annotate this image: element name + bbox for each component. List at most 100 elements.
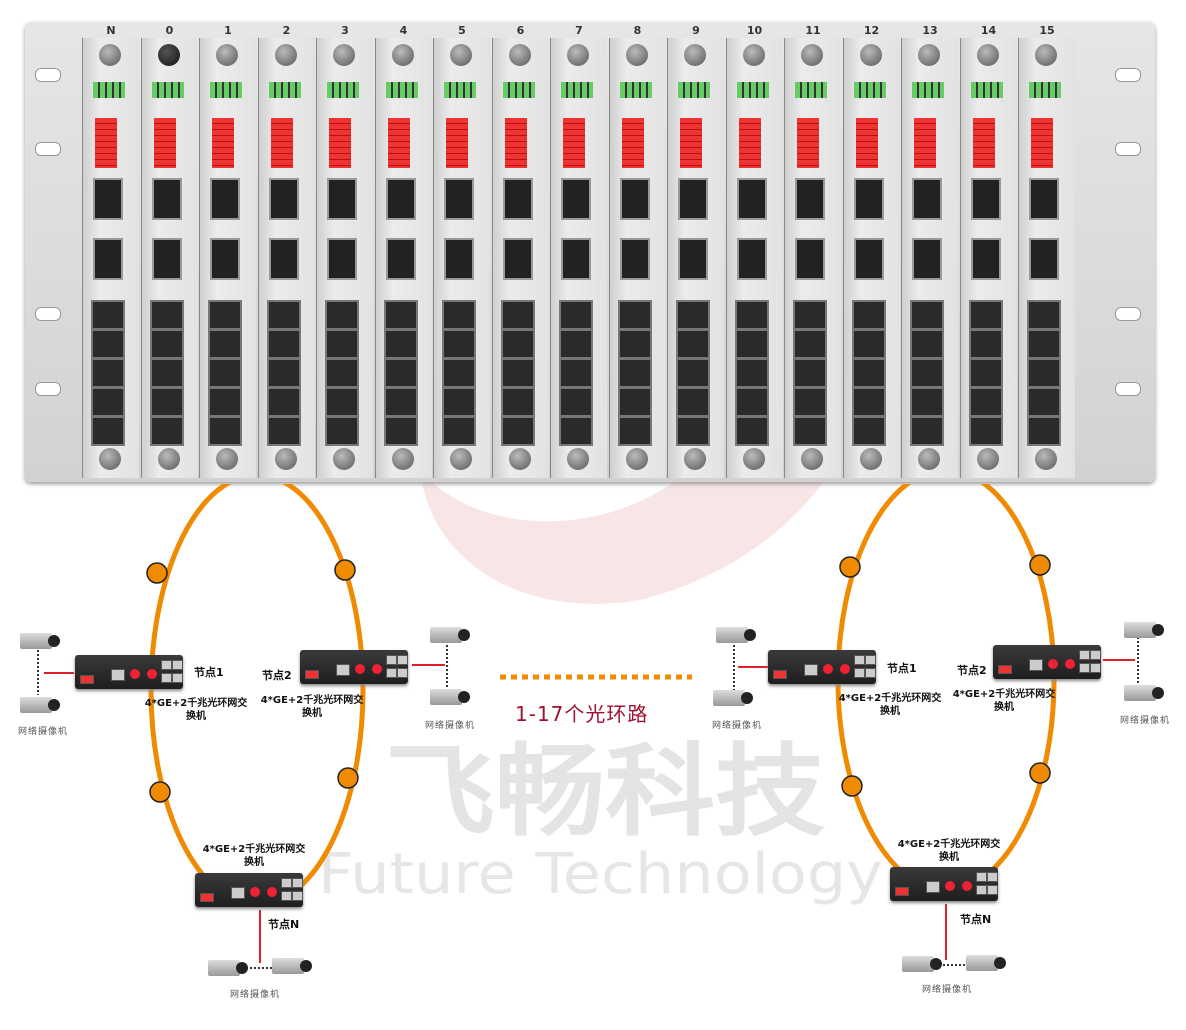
rj45-port <box>149 416 184 446</box>
device-label: 4*GE+2千兆光环网交换机 <box>202 844 306 868</box>
rj45-port <box>91 416 125 446</box>
dip-switch <box>914 118 936 168</box>
rj45-port <box>968 329 1003 359</box>
led-indicators <box>736 82 769 98</box>
dip-switch <box>563 118 585 168</box>
rj45-port <box>383 329 418 359</box>
dip-switch <box>504 118 527 168</box>
screw-knob-icon <box>859 448 882 470</box>
dip-switch <box>972 118 995 168</box>
node-label: 节点1 <box>887 662 917 675</box>
led-indicators <box>912 82 944 98</box>
sfp-port <box>795 238 825 280</box>
led-indicators <box>93 82 125 98</box>
rj45-port <box>617 416 652 446</box>
screw-knob-icon <box>976 448 999 470</box>
sfp-port <box>151 238 182 280</box>
sfp-port <box>210 238 240 280</box>
sfp-port <box>853 178 884 220</box>
camera-label: 网络摄像机 <box>1120 716 1171 726</box>
rj45-port <box>910 416 944 446</box>
sfp-port <box>853 238 884 280</box>
sfp-port <box>678 178 708 220</box>
node-label: 节点2 <box>957 664 987 677</box>
dip-switch <box>387 118 410 168</box>
ring-switch-device <box>890 867 998 901</box>
screw-knob-icon <box>391 448 414 470</box>
ip-camera-icon <box>966 955 1006 971</box>
card-slot: 9 <box>667 24 724 478</box>
sfp-port <box>1029 238 1059 280</box>
link-arrows <box>146 554 1051 803</box>
card-slot: 12 <box>842 24 900 478</box>
ip-camera-icon <box>430 689 470 705</box>
screw-knob-icon <box>976 44 999 66</box>
rj45-port <box>676 416 710 446</box>
screw-knob-icon <box>742 448 765 470</box>
mount-hole <box>1115 307 1141 321</box>
rj45-port <box>442 387 476 417</box>
rj45-port <box>617 300 652 330</box>
device-label: 4*GE+2千兆光环网交换机 <box>144 698 248 722</box>
screw-knob-icon <box>742 44 765 66</box>
card-slot: 4 <box>374 24 432 478</box>
screw-knob-icon <box>99 448 121 470</box>
sfp-port <box>210 178 240 220</box>
device-label: 4*GE+2千兆光环网交换机 <box>897 839 1001 863</box>
rj45-port <box>968 358 1003 388</box>
led-indicators <box>385 82 418 98</box>
ring-switch-device <box>195 873 303 907</box>
device-label: 4*GE+2千兆光环网交换机 <box>260 695 364 719</box>
card-slot: 14 <box>959 24 1017 478</box>
screw-knob-icon <box>567 448 589 470</box>
rj45-port <box>1027 416 1061 446</box>
slot-label: 2 <box>282 24 291 37</box>
screw-knob-icon <box>450 44 472 66</box>
watermark-cn: 飞畅科技 <box>385 733 825 850</box>
rj45-port <box>325 416 359 446</box>
rj45-port <box>968 416 1003 446</box>
slot-label: 3 <box>341 24 349 37</box>
led-indicators <box>327 82 359 98</box>
sfp-port <box>327 178 357 220</box>
dip-switch <box>621 118 644 168</box>
rj45-port <box>910 300 944 330</box>
screw-knob-icon <box>684 44 706 66</box>
ip-camera-icon <box>430 627 470 643</box>
ip-camera-icon <box>272 958 312 974</box>
rj45-port <box>793 358 827 388</box>
mount-hole <box>1115 142 1141 156</box>
card-slot: 11 <box>784 24 841 478</box>
node-label: 节点2 <box>262 669 292 682</box>
rj45-port <box>500 358 535 388</box>
sfp-port <box>736 238 767 280</box>
card-slot: 1 <box>199 24 256 478</box>
card-slot: 7 <box>550 24 607 478</box>
screw-knob-icon <box>508 448 531 470</box>
screw-knob-icon <box>99 44 121 66</box>
rj45-port <box>383 416 418 446</box>
sfp-port <box>619 238 650 280</box>
node-label: 节点1 <box>194 666 224 679</box>
node-label: 节点N <box>960 913 992 926</box>
camera-label: 网络摄像机 <box>922 985 973 995</box>
slot-label: 4 <box>399 24 408 37</box>
screw-knob-icon <box>450 448 472 470</box>
card-slot: 15 <box>1018 24 1075 478</box>
ip-camera-icon <box>1124 685 1164 701</box>
sfp-port <box>93 238 123 280</box>
slot-label: 0 <box>165 24 174 37</box>
rj45-port <box>325 387 359 417</box>
sfp-port <box>502 238 533 280</box>
screw-knob-icon <box>157 448 180 470</box>
card-slot: 5 <box>433 24 490 478</box>
ip-camera-icon <box>902 956 942 972</box>
led-indicators <box>561 82 593 98</box>
dip-switch <box>1031 118 1053 168</box>
screw-knob-icon <box>274 44 297 66</box>
screw-knob-icon <box>333 448 355 470</box>
sfp-port <box>268 238 299 280</box>
optical-ring-left <box>148 484 366 908</box>
mount-hole <box>35 142 61 156</box>
